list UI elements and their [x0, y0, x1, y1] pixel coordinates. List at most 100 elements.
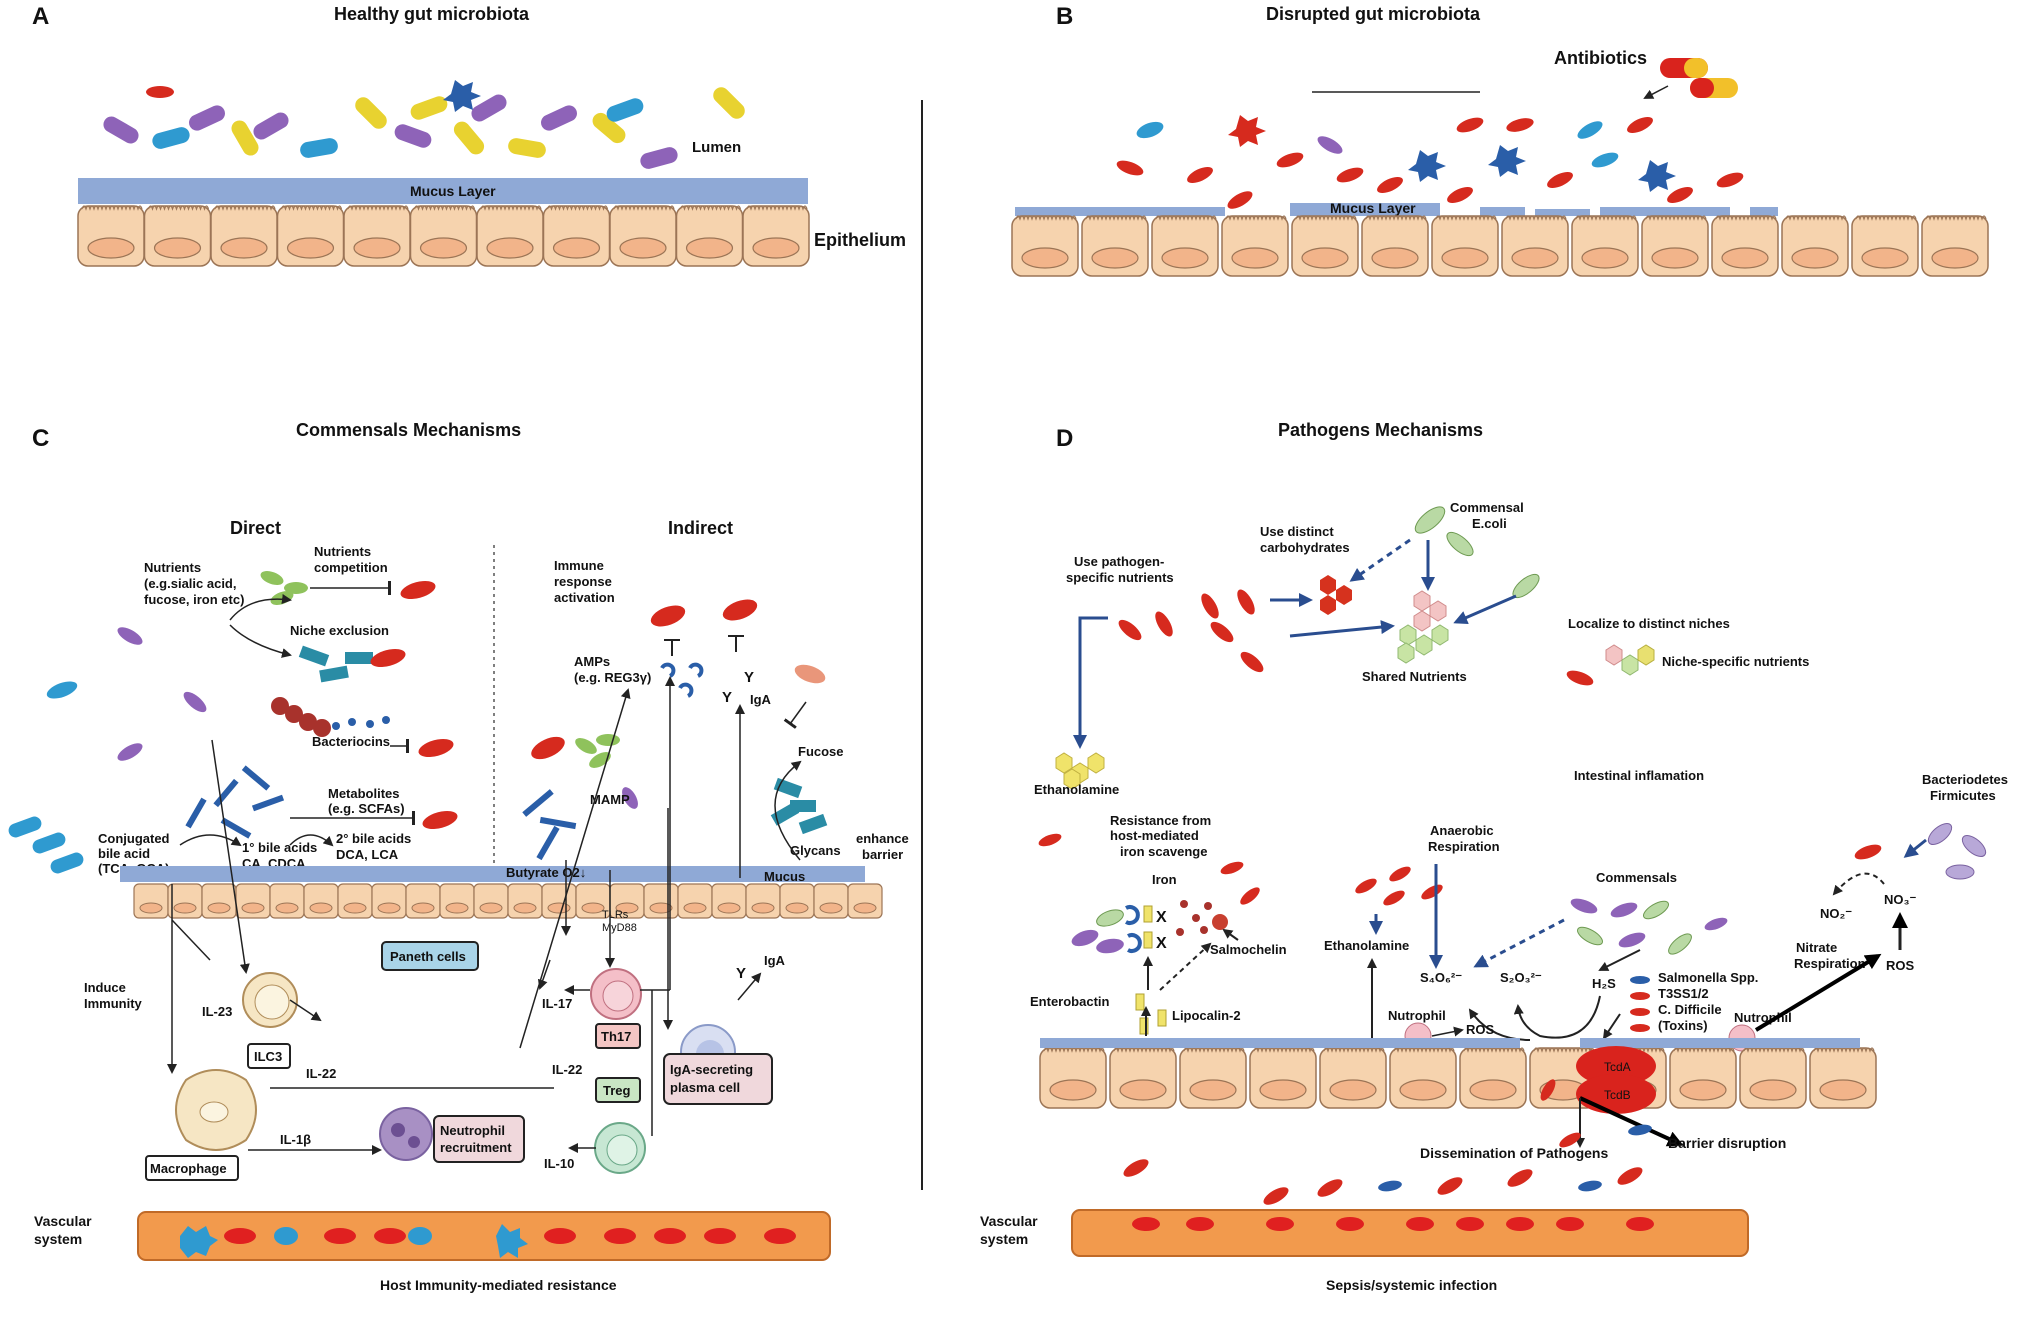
epithelial-cell	[1571, 215, 1639, 277]
svg-text:(e.g. SCFAs): (e.g. SCFAs)	[328, 801, 405, 816]
macrophage-box: Macrophage	[145, 1155, 239, 1181]
epithelial-cell	[235, 883, 271, 919]
fucose-label: Fucose	[798, 744, 844, 759]
iga-top-label: IgA	[750, 692, 772, 707]
epithelial-cell	[541, 883, 577, 919]
resistance-iron-label: Resistance from	[1110, 813, 1211, 828]
primary-bile-label: 1° bile acids	[242, 840, 317, 855]
metabolites-label: Metabolites	[328, 786, 400, 801]
conjugated-bile-label: Conjugated	[98, 831, 170, 846]
ethanolamine-top-label: Ethanolamine	[1034, 782, 1119, 797]
epithelial-cell	[269, 883, 305, 919]
neutrophil-recruitment-box: Neutrophil recruitment	[433, 1115, 525, 1163]
il17-label: IL-17	[542, 996, 572, 1011]
svg-text:iron scavenge: iron scavenge	[1120, 844, 1207, 859]
epithelial-cell	[643, 883, 679, 919]
epithelial-cell	[77, 205, 145, 267]
epithelial-cell	[276, 205, 345, 267]
epithelial-cell	[542, 205, 611, 267]
tcdb-label: TcdB	[1604, 1088, 1631, 1102]
epithelial-cell	[1711, 215, 1779, 277]
panel-a: A Healthy gut microbiota Lumen Mucus Lay	[32, 3, 906, 267]
svg-text:(Toxins): (Toxins)	[1658, 1018, 1708, 1033]
epithelial-cell	[1109, 1047, 1177, 1109]
panel-c-letter: C	[32, 425, 49, 452]
epithelial-cell	[675, 205, 744, 267]
paneth-cells-box: Paneth cells	[381, 941, 479, 971]
y-antibody-1-icon: Y	[722, 689, 732, 706]
bacteriodetes-label: Bacteriodetes	[1922, 772, 2008, 787]
panel-d-title: Pathogens Mechanisms	[1278, 420, 1483, 440]
svg-text:fucose, iron etc): fucose, iron etc)	[144, 592, 244, 607]
svg-text:activation: activation	[554, 590, 615, 605]
epithelial-cell	[473, 883, 509, 919]
svg-text:X: X	[1156, 909, 1167, 926]
footer-d: Sepsis/systemic infection	[1326, 1277, 1497, 1293]
enhance-barrier-label: enhance	[856, 831, 909, 846]
epithelial-cell	[1011, 215, 1079, 277]
epithelial-cell	[303, 883, 339, 919]
mucus-c-label: Mucus	[764, 869, 805, 884]
epithelial-cell	[439, 883, 475, 919]
svg-text:(e.g. REG3γ): (e.g. REG3γ)	[574, 670, 651, 685]
d-top-arrows	[1073, 538, 1517, 749]
epithelium-label: Epithelium	[814, 230, 906, 250]
svg-text:host-mediated: host-mediated	[1110, 828, 1199, 843]
d-top-bacteria	[1118, 506, 1594, 686]
svg-text:Respiration: Respiration	[1794, 956, 1866, 971]
immune-arrows-c	[167, 676, 802, 1155]
anaerobic-respiration-label: Anaerobic	[1430, 823, 1494, 838]
barrier-disruption-label: Barrier disruption	[1668, 1135, 1786, 1151]
epithelial-cell	[1501, 215, 1569, 277]
epithelial-cell	[1431, 215, 1499, 277]
svg-text:system: system	[980, 1231, 1028, 1247]
svg-text:Th17: Th17	[601, 1029, 631, 1044]
salmochelin-label: Salmochelin	[1210, 942, 1287, 957]
svg-text:carbohydrates: carbohydrates	[1260, 540, 1350, 555]
panel-c-title: Commensals Mechanisms	[296, 420, 521, 440]
epithelial-cell	[1641, 215, 1709, 277]
niche-nutrients-label: Niche-specific nutrients	[1662, 654, 1809, 669]
amps-label: AMPs	[574, 654, 610, 669]
nutrophil-2-label: Nutrophil	[1734, 1010, 1792, 1025]
panel-a-bacteria	[103, 80, 745, 169]
disseminated-bacteria	[1123, 1124, 1652, 1205]
epithelial-cell	[1039, 1047, 1107, 1109]
epithelial-cell	[343, 205, 411, 267]
nutrients-label: Nutrients	[144, 560, 201, 575]
glycans-label: Glycans	[790, 843, 841, 858]
h2s-label: H₂S	[1592, 976, 1616, 991]
epithelial-cell	[405, 883, 441, 919]
secondary-bile-label: 2° bile acids	[336, 831, 411, 846]
il22-right-label: IL-22	[552, 1062, 582, 1077]
epithelial-cell	[779, 883, 815, 919]
epithelial-cell	[1291, 215, 1359, 277]
epithelial-cell	[507, 883, 543, 919]
mucus-layer-a-label: Mucus Layer	[410, 183, 496, 199]
mamp-label: MAMP	[590, 792, 630, 807]
epithelial-cell	[1361, 215, 1429, 277]
svg-text:(e.g.sialic acid,: (e.g.sialic acid,	[144, 576, 237, 591]
indirect-heading: Indirect	[668, 518, 733, 538]
svg-text:plasma cell: plasma cell	[670, 1080, 740, 1095]
svg-text:Paneth cells: Paneth cells	[390, 949, 466, 964]
epithelial-cell	[1669, 1047, 1737, 1109]
epithelial-cell	[1221, 215, 1289, 277]
svg-text:T3SS1/2: T3SS1/2	[1658, 986, 1709, 1001]
epithelial-cell	[1389, 1047, 1457, 1109]
svg-text:response: response	[554, 574, 612, 589]
epithelial-cell	[1781, 215, 1849, 277]
th17-box: Th17	[595, 1023, 641, 1049]
nitrate-respiration-label: Nitrate	[1796, 940, 1837, 955]
iga-plasma-label: IgA	[764, 953, 786, 968]
epithelium-b	[1011, 215, 1989, 277]
epithelium-c	[133, 883, 883, 919]
iga-antibody-icon: Y	[736, 965, 746, 982]
epithelial-cell	[1081, 215, 1149, 277]
epithelial-cell	[1921, 215, 1989, 277]
epithelial-cell	[1739, 1047, 1807, 1109]
epithelial-cell	[813, 883, 849, 919]
svg-text:system: system	[34, 1231, 82, 1247]
il23-label: IL-23	[202, 1004, 232, 1019]
blood-cells-d	[1132, 1217, 1654, 1231]
